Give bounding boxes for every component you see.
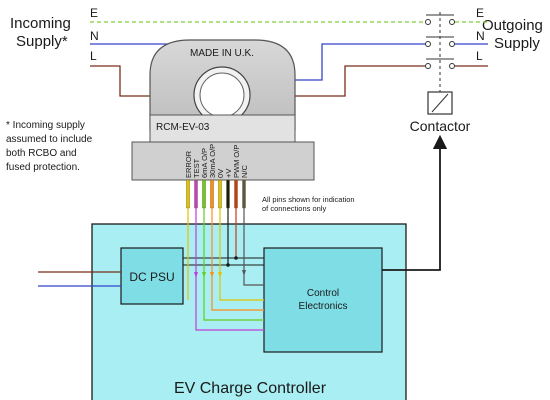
footnote-line-4: fused protection. xyxy=(6,162,80,173)
sensor-pin-5 xyxy=(218,179,222,209)
contactor-label: Contactor xyxy=(410,118,471,134)
outgoing-neutral-label: N xyxy=(476,29,485,43)
pin-label-5: 0V xyxy=(216,169,225,178)
dc-psu-label: DC PSU xyxy=(129,270,174,284)
sensor-pin-3 xyxy=(202,179,206,209)
outgoing-live-label: L xyxy=(476,49,483,63)
pin-label-4: 30mA O/P xyxy=(208,144,217,178)
control-to-contactor-signal xyxy=(382,134,448,271)
outgoing-earth-label: E xyxy=(476,6,484,20)
footnote-line-1: * Incoming supply xyxy=(6,120,85,131)
pin-label-3: 6mA O/P xyxy=(200,148,209,178)
sensor-pins xyxy=(186,179,246,209)
contactor-coil-mark xyxy=(431,93,449,113)
sensor-pin-1 xyxy=(186,179,190,209)
incoming-footnote: * Incoming supply assumed to include bot… xyxy=(6,120,93,173)
contactor-switches xyxy=(425,12,455,92)
pin-label-1: ERROR xyxy=(184,150,193,178)
incoming-earth-label: E xyxy=(90,6,98,20)
sensor-aperture-inner xyxy=(199,72,245,118)
pin-wires xyxy=(187,208,264,331)
pins-note: All pins shown for indication of connect… xyxy=(262,195,355,213)
control-label-line-2: Electronics xyxy=(299,301,348,312)
sensor-pin-6 xyxy=(226,179,230,209)
outgoing-subtitle: Supply xyxy=(494,35,540,52)
incoming-live-label: L xyxy=(90,49,97,63)
sensor-pin-4 xyxy=(210,179,214,209)
pin-label-6: +V xyxy=(224,169,233,178)
controller-title: EV Charge Controller xyxy=(174,380,327,397)
dc-psu-box xyxy=(120,247,184,305)
control-electronics-box xyxy=(263,247,383,353)
pin-label-2: TEST xyxy=(192,158,201,178)
sensor-pin-7 xyxy=(234,179,238,209)
incoming-subtitle: Supply* xyxy=(16,33,68,50)
incoming-neutral-label: N xyxy=(90,29,99,43)
pins-note-line-1: All pins shown for indication xyxy=(262,195,355,204)
pin-label-8: N/C xyxy=(240,165,249,179)
footnote-line-3: both RCBO and xyxy=(6,148,77,159)
incoming-title: Incoming xyxy=(10,15,71,32)
sensor-pin-8 xyxy=(242,179,246,209)
outgoing-title: Outgoing xyxy=(482,17,543,34)
footnote-line-2: assumed to include xyxy=(6,134,93,145)
pins-note-line-2: of connections only xyxy=(262,204,326,213)
sensor-pin-2 xyxy=(194,179,198,209)
sensor-made-in: MADE IN U.K. xyxy=(190,48,254,59)
sensor-model: RCM-EV-03 xyxy=(156,122,210,133)
pin-label-7: PWM O/P xyxy=(232,145,241,178)
control-label-line-1: Control xyxy=(307,288,339,299)
sensor-base xyxy=(131,141,315,181)
rcm-sensor: MADE IN U.K. RCM-EV-03 xyxy=(131,39,315,181)
